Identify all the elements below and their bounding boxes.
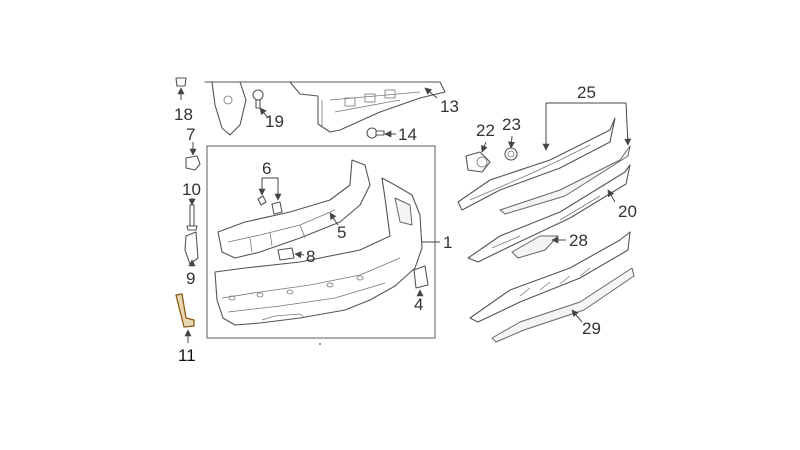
callout-1[interactable]: 1 <box>443 233 452 252</box>
callout-10[interactable]: 10 <box>182 180 201 199</box>
diffuser-part-20 <box>467 164 631 263</box>
callout-23[interactable]: 23 <box>502 115 521 134</box>
bumper-bracket-part <box>217 159 371 259</box>
screw-part-19 <box>252 89 264 109</box>
bracket-part-8 <box>277 247 295 261</box>
nut-part-7 <box>185 155 201 171</box>
callout-29[interactable]: 29 <box>582 319 601 338</box>
bumper-cover-part <box>214 177 423 326</box>
callout-7[interactable]: 7 <box>186 125 195 144</box>
leader-lines <box>177 87 632 345</box>
callout-6[interactable]: 6 <box>262 159 271 178</box>
bracket-part-9 <box>184 231 199 265</box>
sensor-cover-part-4 <box>413 265 429 289</box>
callout-18[interactable]: 18 <box>174 105 193 124</box>
callout-20[interactable]: 20 <box>618 202 637 221</box>
callout-11[interactable]: 11 <box>178 346 196 365</box>
callout-22[interactable]: 22 <box>476 121 495 140</box>
callout-28[interactable]: 28 <box>569 231 588 250</box>
bolt-part-14 <box>366 127 385 139</box>
callout-14[interactable]: 14 <box>398 125 417 144</box>
callout-13[interactable]: 13 <box>440 97 459 116</box>
callout-19[interactable]: 19 <box>265 112 284 131</box>
trim-part-25 <box>457 117 631 215</box>
callout-8[interactable]: 8 <box>306 247 315 266</box>
lower-strip-part-29 <box>491 267 635 343</box>
callout-9[interactable]: 9 <box>186 269 195 288</box>
strip-part-11-highlighted <box>175 293 195 328</box>
callout-4[interactable]: 4 <box>414 295 423 314</box>
bolt-part-10 <box>186 204 198 231</box>
reinforcement-bar-part <box>204 81 446 136</box>
sensor-ring-part-23 <box>504 147 518 161</box>
lower-diffuser-part <box>469 231 631 323</box>
clip-part-6 <box>257 195 283 215</box>
callout-5[interactable]: 5 <box>337 223 346 242</box>
sensor-part-22 <box>465 151 491 173</box>
clip-part-18 <box>175 77 187 87</box>
callout-25[interactable]: 25 <box>577 83 596 102</box>
